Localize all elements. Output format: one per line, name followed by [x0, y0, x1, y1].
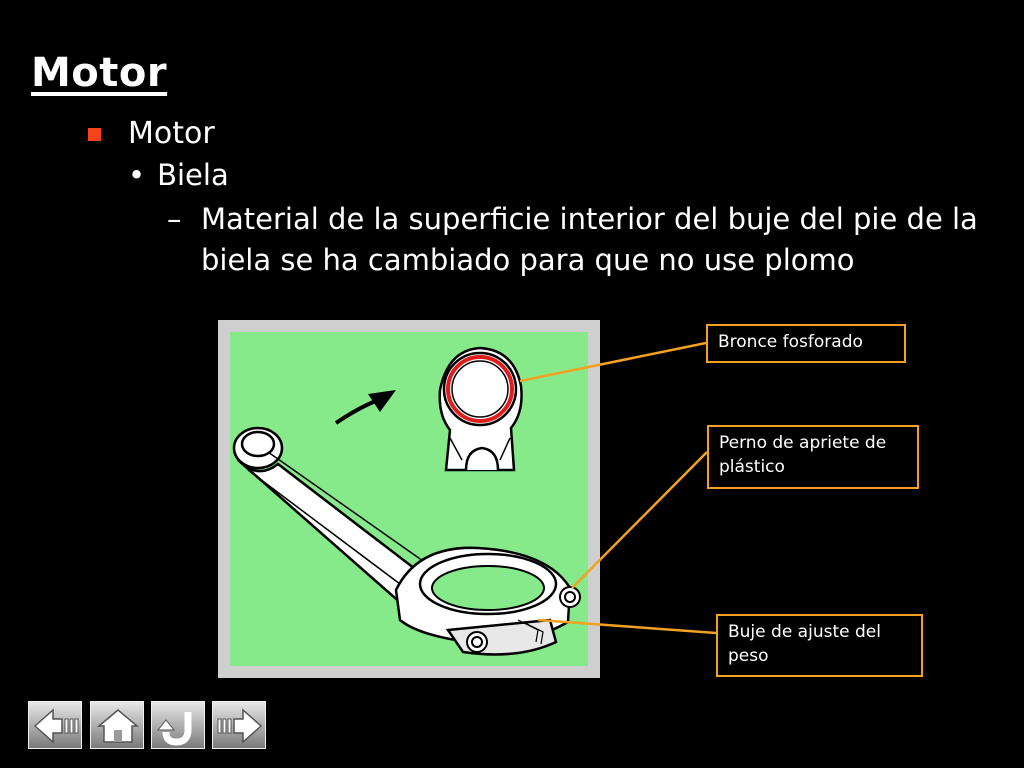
- callout-buje-de-ajuste: Buje de ajuste del peso: [716, 614, 923, 677]
- home-button[interactable]: [90, 701, 144, 749]
- previous-slide-button[interactable]: [28, 701, 82, 749]
- square-bullet-icon: [88, 128, 101, 141]
- bullet-level-3-text: Material de la superficie interior del b…: [201, 202, 978, 277]
- bullet-level-2-text: Biela: [157, 158, 229, 192]
- connecting-rod-figure: [218, 320, 600, 678]
- rod-body: [232, 426, 572, 656]
- callout-perno-de-apriete: Perno de apriete de plástico: [707, 425, 919, 489]
- bullet-level-2: • Biela: [128, 158, 229, 192]
- home-icon: [96, 709, 140, 743]
- bullet-level-1-text: Motor: [128, 116, 215, 151]
- return-icon: [156, 712, 192, 746]
- previous-arrow-icon: [33, 708, 79, 744]
- bullet-dot: •: [128, 158, 146, 192]
- slide-title: Motor: [31, 50, 168, 96]
- return-button[interactable]: [151, 701, 205, 749]
- next-slide-button[interactable]: [212, 701, 266, 749]
- small-end-inset: [438, 346, 523, 472]
- callout-bronce-fosforado: Bronce fosforado: [706, 324, 906, 363]
- connecting-rod-illustration: [232, 346, 581, 656]
- bolt-icons: [466, 586, 581, 653]
- next-arrow-icon: [217, 708, 263, 744]
- bullet-dash: –: [167, 202, 182, 236]
- pointer-arrow-icon: [334, 390, 396, 425]
